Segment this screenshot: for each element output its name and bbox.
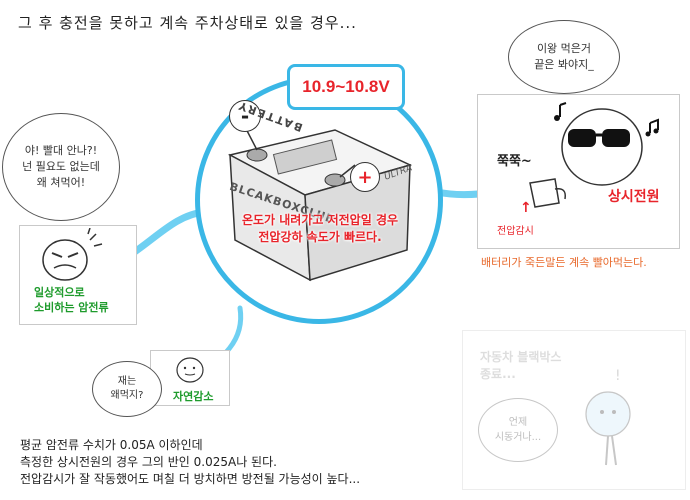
faded-bubble-text: 언제 시동거나... bbox=[494, 417, 542, 443]
exclaim-mark: ! bbox=[615, 368, 621, 384]
right-speech-bubble: 이왕 먹은거 끝은 봐야지_ bbox=[508, 20, 620, 94]
blackbox-title-line2: 종료... bbox=[480, 367, 516, 381]
left-bubble-text: 야! 빨대 안나?! 넌 필요도 없는데 왜 쳐먹어! bbox=[22, 144, 100, 189]
top-caption: 그 후 충전을 못하고 계속 주차상태로 있을 경우... bbox=[18, 14, 357, 32]
small-face-icon bbox=[176, 357, 204, 383]
faded-speech-bubble: 언제 시동거나... bbox=[478, 398, 558, 462]
plus-sign: + bbox=[357, 166, 373, 188]
angry-face-icon bbox=[42, 228, 103, 281]
minus-sign: - bbox=[240, 104, 250, 128]
natural-decrease-label: 자연감소 bbox=[173, 390, 214, 403]
center-note-line2: 전압강하 속도가 빠르다. bbox=[258, 230, 382, 244]
left-label-line1: 일상적으로 bbox=[34, 286, 85, 299]
blackbox-title-line1: 자동차 블랙박스 bbox=[480, 350, 562, 364]
left-speech-bubble: 야! 빨대 안나?! 넌 필요도 없는데 왜 쳐먹어! bbox=[2, 113, 120, 221]
left-panel-label: 일상적으로 소비하는 암전류 bbox=[34, 285, 109, 315]
center-note-line1: 온도가 내려가고 저전압일 경우 bbox=[241, 213, 399, 227]
small-speech-bubble: 재는 왜먹지? bbox=[92, 361, 162, 417]
right-panel-note: 배터리가 죽든말든 계속 빨아먹는다. bbox=[481, 256, 647, 269]
voltage-monitor-cup-icon bbox=[529, 178, 567, 208]
voltage-monitor-arrow-icon: ↑ bbox=[520, 200, 532, 216]
bottom-explanation: 평균 암전류 수치가 0.05A 이하인데 측정한 상시전원의 경우 그의 반인… bbox=[20, 438, 361, 486]
slurp-text: 쭉쭉~ bbox=[497, 154, 532, 169]
small-bubble-text: 재는 왜먹지? bbox=[110, 376, 144, 401]
right-panel-label: 상시전원 bbox=[608, 189, 660, 205]
voltage-value: 10.9~10.8V bbox=[302, 77, 390, 96]
negative-terminal-badge: - bbox=[229, 100, 261, 132]
left-label-line2: 소비하는 암전류 bbox=[34, 301, 109, 314]
blackbox-title: 자동차 블랙박스 종료... bbox=[480, 348, 561, 382]
voltage-badge: 10.9~10.8V bbox=[287, 64, 405, 110]
voltage-monitor-label: 전압감시 bbox=[497, 226, 534, 237]
right-bubble-text: 이왕 먹은거 끝은 봐야지_ bbox=[534, 42, 594, 71]
positive-terminal-badge: + bbox=[350, 162, 380, 192]
center-note: 온도가 내려가고 저전압일 경우 전압강하 속도가 빠르다. bbox=[200, 212, 440, 246]
sad-character-icon bbox=[585, 391, 631, 466]
sunglasses-character-icon bbox=[554, 102, 659, 186]
